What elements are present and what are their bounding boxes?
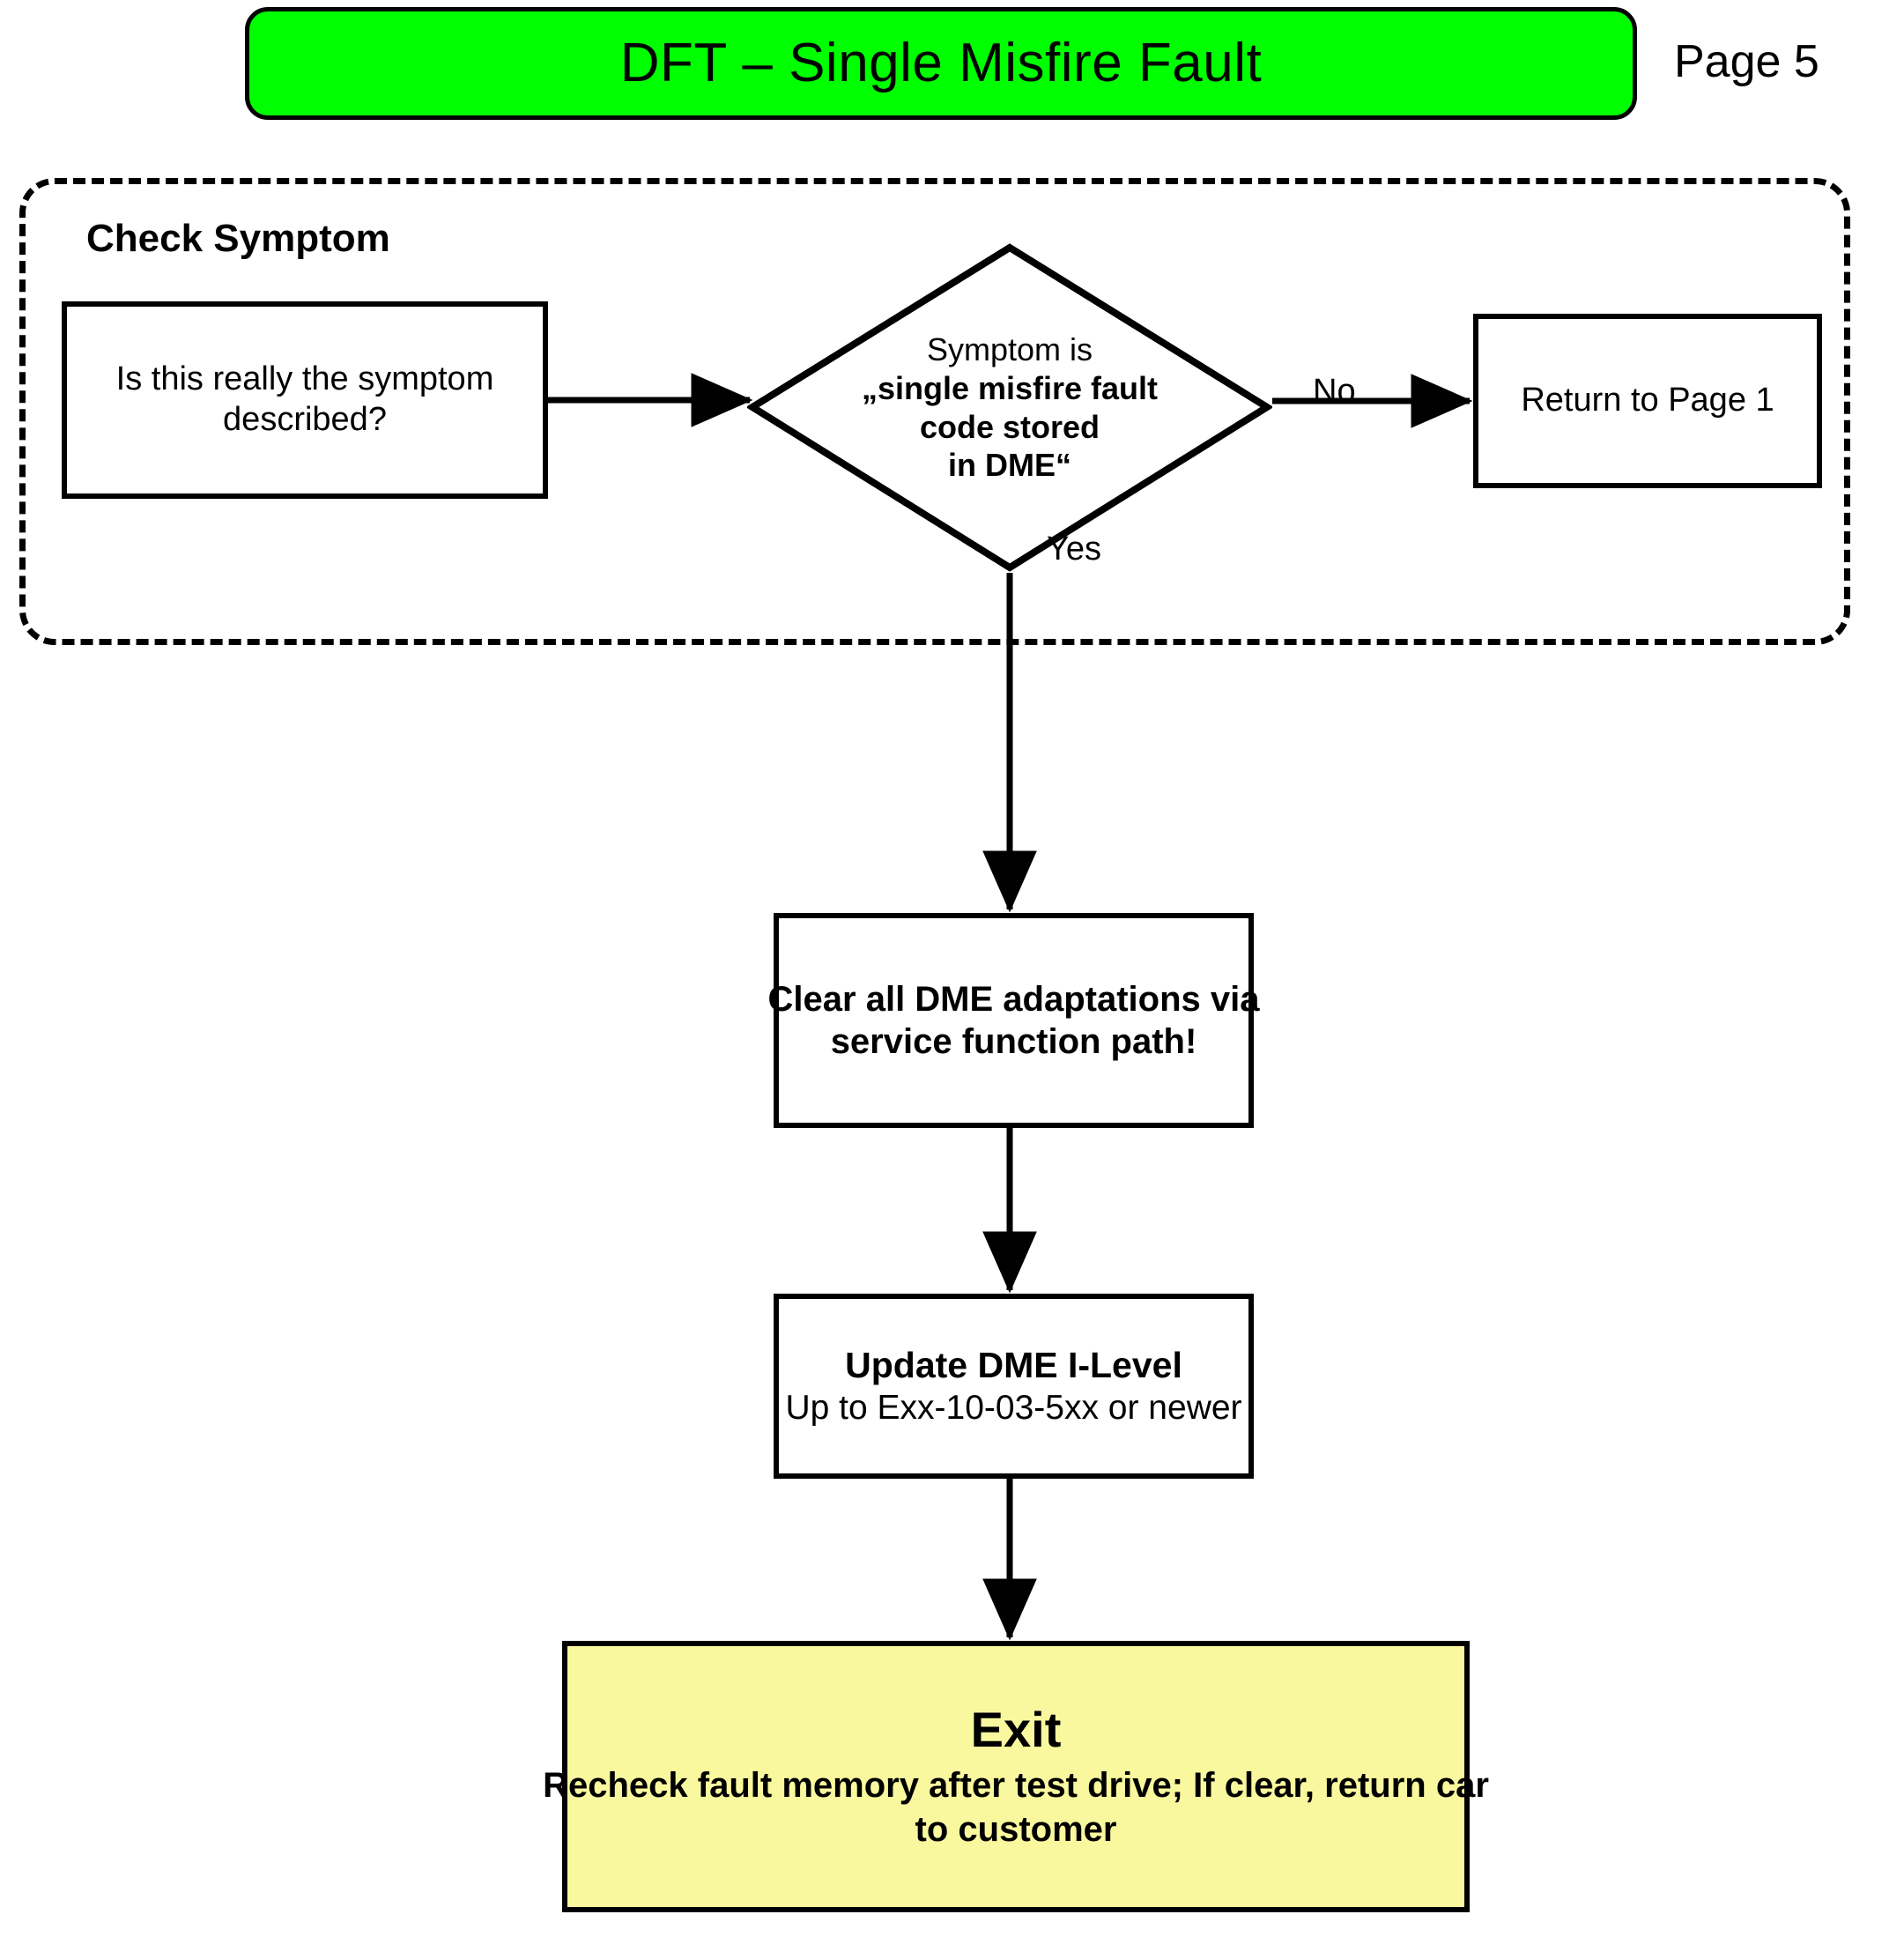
node-clear-dme-adaptations-line1: Clear all DME adaptations via [767, 980, 1260, 1019]
node-update-dme-i-level-line2: Up to Exx-10-03-5xx or newer [785, 1389, 1242, 1428]
node-update-dme-i-level-line1: Update DME I-Level [845, 1344, 1182, 1385]
edge-label-yes: Yes [1047, 531, 1101, 568]
node-clear-dme-adaptations-line2: service function path! [830, 1022, 1197, 1061]
node-return-to-page-1-label: Return to Page 1 [1521, 382, 1774, 419]
node-symptom-question[interactable]: Is this really the symptom described? [62, 301, 548, 499]
node-exit-line1: Recheck fault memory after test drive; I… [543, 1766, 1489, 1806]
edge-label-no: No [1313, 373, 1356, 410]
node-exit-title: Exit [970, 1701, 1062, 1757]
node-clear-dme-adaptations[interactable]: Clear all DME adaptations via service fu… [768, 913, 1259, 1128]
decision-diamond-shape [747, 243, 1272, 572]
page-number-label: Page 5 [1674, 36, 1819, 87]
node-symptom-question-line1: Is this really the symptom [115, 360, 494, 398]
page-title: DFT – Single Misfire Fault [619, 33, 1263, 93]
node-decision-symptom-stored[interactable]: Symptom is „single misfire fault code st… [747, 242, 1272, 573]
node-symptom-question-line2: described? [223, 401, 387, 438]
node-return-to-page-1[interactable]: Return to Page 1 [1473, 314, 1822, 488]
title-banner: DFT – Single Misfire Fault [245, 7, 1637, 120]
node-exit-line2: to customer [915, 1810, 1117, 1850]
check-symptom-group-label: Check Symptom [86, 217, 390, 260]
check-symptom-group [19, 178, 1850, 645]
node-update-dme-i-level[interactable]: Update DME I-Level Up to Exx-10-03-5xx o… [774, 1294, 1254, 1479]
node-exit[interactable]: Exit Recheck fault memory after test dri… [543, 1641, 1489, 1912]
